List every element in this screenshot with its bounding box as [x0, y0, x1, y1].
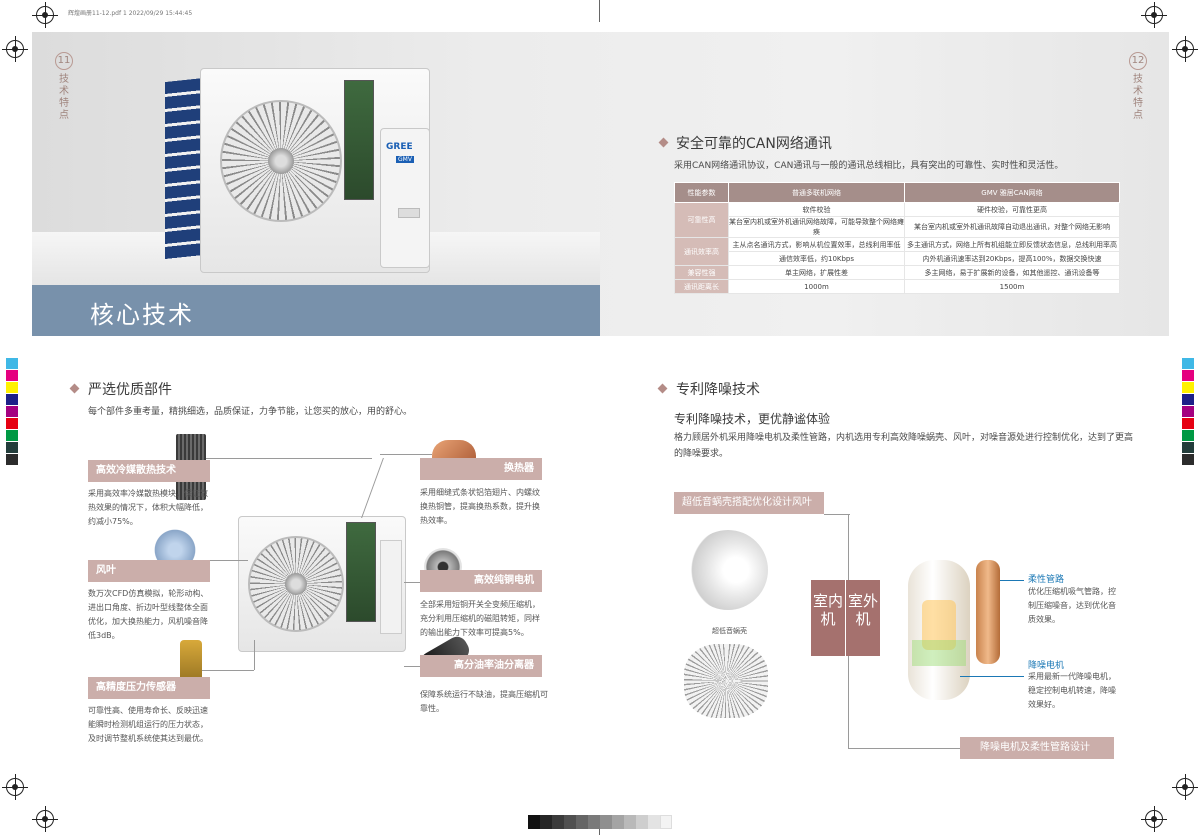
part-label: 换热器: [420, 458, 542, 480]
noise-desc: 格力顾居外机采用降噪电机及柔性管路，内机选用专利高效降噪蜗壳、风叶，对噪音源处进…: [674, 433, 1134, 459]
motor-title: 降噪电机: [1028, 661, 1065, 671]
part-label: 高效冷媒散热技术: [88, 460, 210, 482]
callout-line: [960, 676, 1024, 677]
parts-desc: 每个部件多重考量，精挑细选，品质保证，力争节能，让您买的放心，用的舒心。: [88, 407, 413, 417]
part-desc: 可靠性高、使用寿命长、反映迅速能瞬时检测机组运行的压力状态，及时调节整机系统使其…: [88, 706, 208, 743]
brand-logo: GREE: [386, 142, 413, 152]
table-cell: 某台室内机或室外机通讯网络故障，可能导致整个网络瘫痪: [728, 216, 905, 238]
part-desc: 全部采用短铜开关全变频压缩机，充分利用压缩机的磁阻转矩，同样的输出能力下效率可提…: [420, 600, 540, 637]
table-cell: 主从点名通讯方式，影响从机位置效率，总线利用率低: [728, 237, 905, 252]
bullet-diamond: [657, 383, 668, 394]
motor-desc: 采用最新一代降噪电机，稳定控制电机转速，降噪效果好。: [1028, 672, 1116, 709]
can-desc: 采用CAN网络通讯协议，CAN通讯与一般的通讯总线相比，具有突出的可靠性、实时性…: [674, 161, 1064, 171]
connector-line: [202, 670, 254, 671]
table-row-param: 兼容性强: [674, 265, 729, 280]
registration-mark: [1141, 806, 1167, 832]
table-row: 通信效率低，约10Kbps 内外机通讯速率达到20Kbps，提高100%，数据交…: [675, 251, 1120, 266]
outdoor-vertical-label: 室外机: [846, 580, 880, 656]
can-title: 安全可靠的CAN网络通讯: [676, 136, 832, 152]
volute-caption: 超低音蜗壳: [712, 627, 747, 635]
page-label-right: 技术特点: [1133, 74, 1143, 121]
table-row: 可靠性高 软件校验 硬件校验，可靠性更高: [674, 202, 1120, 238]
table-cell: 硬件校验，可靠性更高: [904, 202, 1120, 217]
table-cell: 软件校验: [728, 202, 905, 217]
parts-title: 严选优质部件: [88, 382, 172, 398]
connector-line: [206, 458, 372, 459]
table-row: 通讯效率高 主从点名通讯方式，影响从机位置效率，总线利用率低 多主通讯方式，网络…: [674, 237, 1120, 266]
crop-mark: [599, 0, 600, 22]
table-header-row: 性能参数 普通多联机网络 GMV 雅居CAN网络: [674, 182, 1120, 203]
part-desc: 采用高效率冷媒散热模块，保证散热效果的情况下，体积大幅降低，约减小75%。: [88, 489, 208, 526]
hero-title-box: 核心技术: [32, 285, 600, 336]
can-comparison-table: 性能参数 普通多联机网络 GMV 雅居CAN网络 可靠性高 软件校验 硬件校验，…: [674, 182, 1120, 294]
brand-sub-logo: GMV: [396, 156, 414, 163]
registration-mark: [1172, 774, 1198, 800]
table-cell: 通信效率低，约10Kbps: [728, 251, 905, 266]
table-cell: 1500m: [904, 279, 1120, 294]
flex-pipe-title: 柔性管路: [1028, 575, 1065, 585]
connector-line: [361, 458, 384, 518]
bullet-diamond: [69, 383, 80, 394]
part-label: 高精度压力传感器: [88, 677, 210, 699]
handle: [398, 208, 420, 218]
table-cell: 多主通讯方式，网络上所有机组能立即反馈状态信息，总线利用率高: [904, 237, 1120, 252]
table-row-param: 通讯距离长: [674, 279, 729, 294]
table-cell: 多主网络，易于扩展新的设备，如其他遥控、通讯设备等: [904, 265, 1120, 280]
table-row-param: 可靠性高: [674, 202, 729, 238]
connector-line: [404, 582, 424, 583]
part-label: 高分油率油分离器: [420, 655, 542, 677]
indoor-vertical-label: 室内机: [811, 580, 845, 656]
volute-image: [688, 530, 768, 610]
fan-wheel-image: [684, 644, 768, 718]
part-desc: 数万次CFD仿真模拟，轮形动构、进出口角度、折边叶型线整体全面优化，加大换热能力…: [88, 589, 209, 640]
table-header: 普通多联机网络: [728, 182, 905, 203]
registration-mark: [1172, 36, 1198, 62]
connector-line: [254, 640, 255, 670]
table-row-param: 通讯效率高: [674, 237, 729, 266]
outdoor-feature-label: 降噪电机及柔性管路设计: [960, 737, 1114, 759]
indoor-feature-label: 超低音蜗壳搭配优化设计风叶: [674, 492, 824, 514]
part-desc: 采用细缝式条状铝箔翅片、内螺纹换热铜管，提高换热系数，提升换热效率。: [420, 488, 540, 525]
table-cell: 内外机通讯速率达到20Kbps，提高100%，数据交换快速: [904, 251, 1120, 266]
part-label: 高效纯铜电机: [420, 570, 542, 592]
callout-line: [1000, 580, 1024, 581]
connector-line: [380, 454, 432, 455]
table-cell: 某台室内机或室外机通讯故障自动退出通讯，对整个网络无影响: [904, 216, 1120, 238]
table-row: 某台室内机或室外机通讯网络故障，可能导致整个网络瘫痪 某台室内机或室外机通讯故障…: [675, 216, 1120, 238]
page-number-right: 12: [1129, 52, 1147, 70]
registration-mark: [2, 36, 28, 62]
registration-mark: [2, 774, 28, 800]
page-number-left: 11: [55, 52, 73, 70]
connector-line: [824, 514, 850, 515]
table-cell: 1000m: [728, 279, 905, 294]
noise-title: 专利降噪技术: [676, 382, 760, 398]
table-cell: 单主网络，扩展性差: [728, 265, 905, 280]
flex-pipe-desc: 优化压缩机吸气管路，控制压缩噪音，达到优化音质效果。: [1028, 587, 1116, 624]
connector-line: [848, 748, 960, 749]
table-row: 兼容性强 单主网络，扩展性差 多主网络，易于扩展新的设备，如其他遥控、通讯设备等: [674, 265, 1120, 280]
table-row: 通讯距离长 1000m 1500m: [674, 279, 1120, 294]
noise-subtitle: 专利降噪技术，更优静谧体验: [674, 412, 831, 426]
part-desc: 保障系统运行不缺油，提高压缩机可靠性。: [420, 690, 548, 713]
page-title: 核心技术: [90, 301, 194, 329]
print-header: 辉煌画册11-12.pdf 1 2022/09/29 15:44:45: [68, 10, 193, 17]
part-label: 风叶: [88, 560, 210, 582]
table-header: 性能参数: [674, 182, 729, 203]
registration-mark: [32, 2, 58, 28]
registration-mark: [32, 806, 58, 832]
registration-mark: [1141, 2, 1167, 28]
connector-line: [200, 560, 248, 561]
table-header: GMV 雅居CAN网络: [904, 182, 1120, 203]
connector-line: [404, 666, 424, 667]
page-label-left: 技术特点: [59, 74, 69, 121]
